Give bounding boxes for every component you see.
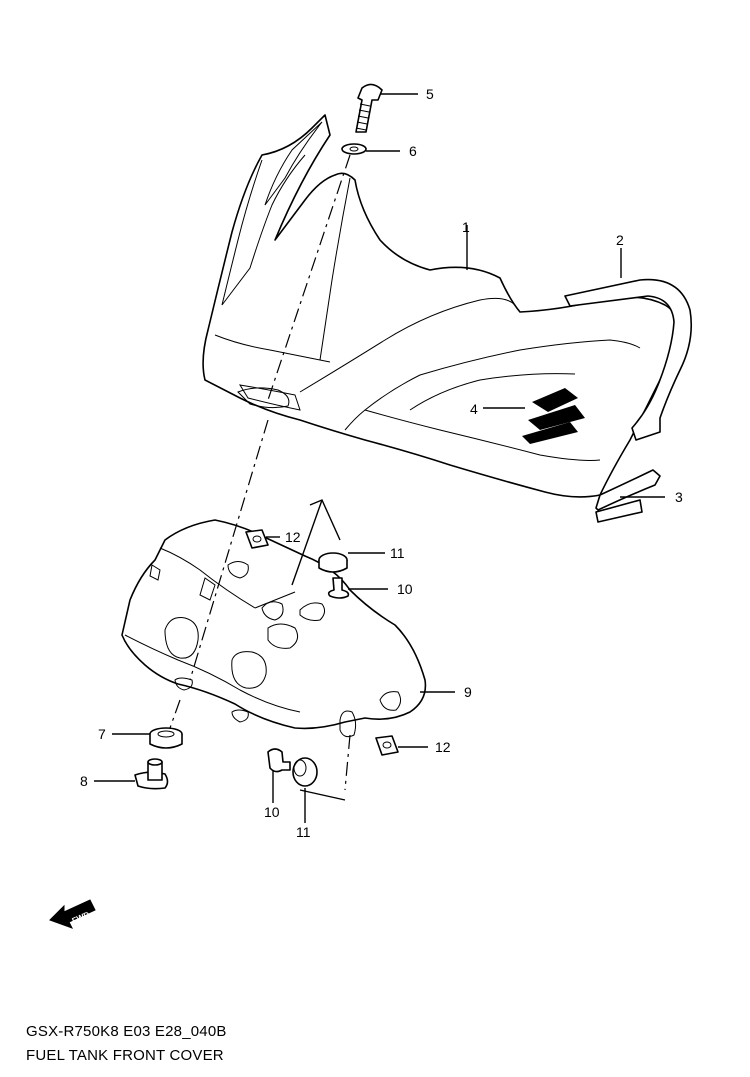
callout-2: 2 (616, 232, 624, 248)
callout-11-upper: 11 (390, 545, 405, 561)
callout-11-lower: 11 (296, 824, 311, 840)
callouts: 1 2 3 4 5 6 7 8 9 10 10 11 11 12 12 (80, 86, 683, 840)
fwd-arrow-icon: FWD (49, 899, 96, 929)
spacer-part (134, 758, 169, 790)
nut-lower-part (375, 735, 399, 756)
callout-4: 4 (470, 401, 478, 417)
callout-5: 5 (426, 86, 434, 102)
strip-lower-part (595, 469, 661, 523)
grommet-left-part (149, 727, 183, 749)
callout-3: 3 (675, 489, 683, 505)
washer-part (341, 143, 367, 155)
collar-lower-part (267, 748, 291, 773)
emblem-part (522, 388, 585, 444)
callout-12-lower: 12 (435, 739, 451, 755)
callout-7: 7 (98, 726, 106, 742)
bolt-part (355, 83, 383, 133)
diagram-title: FUEL TANK FRONT COVER (26, 1047, 224, 1064)
callout-10-lower: 10 (264, 804, 280, 820)
collar-upper-part (327, 577, 350, 599)
front-cover-part (202, 114, 680, 498)
callout-1: 1 (462, 219, 470, 235)
callout-8: 8 (80, 773, 88, 789)
diagram-code: GSX-R750K8 E03 E28_040B (26, 1023, 227, 1040)
callout-10-upper: 10 (397, 581, 413, 597)
assembly-lines (169, 154, 351, 801)
callout-6: 6 (409, 143, 417, 159)
grommet-upper-part (318, 552, 348, 573)
leader-lines (94, 93, 665, 823)
bracket-part (121, 519, 427, 738)
grommet-lower-part (292, 757, 318, 787)
callout-9: 9 (464, 684, 472, 700)
nut-upper-part (245, 529, 269, 549)
callout-12-upper: 12 (285, 529, 301, 545)
strip-upper-part (564, 278, 693, 441)
